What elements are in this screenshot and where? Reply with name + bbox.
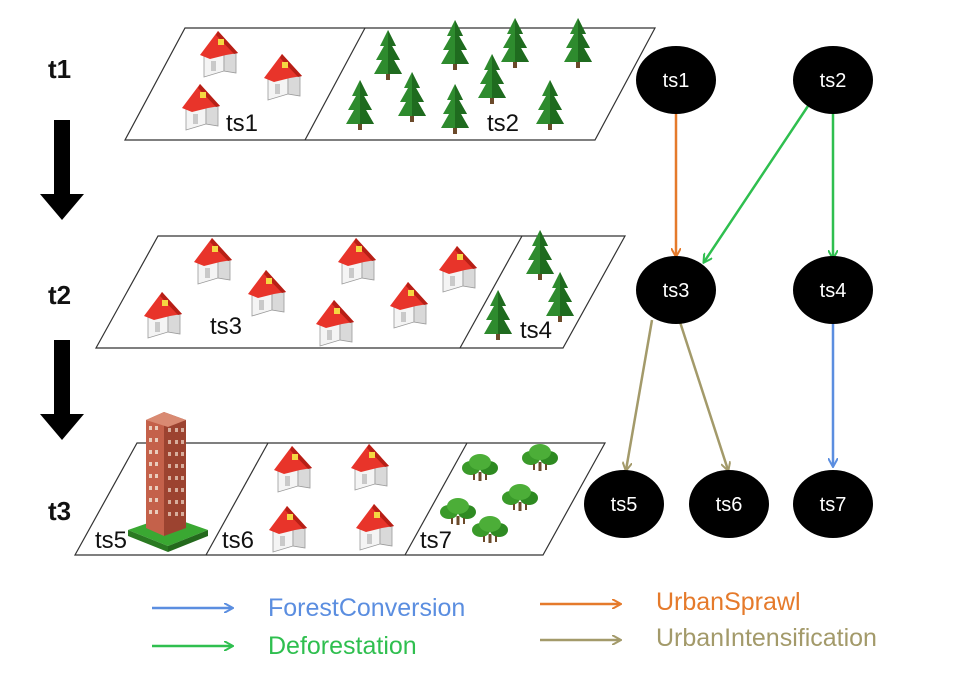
area-label-ts5: ts5 xyxy=(95,527,127,554)
legend-arrows xyxy=(152,604,620,646)
slab-t2: ts3 ts4 xyxy=(94,230,627,349)
node-ts7: ts7 xyxy=(793,470,873,538)
edge-ts2-ts3 xyxy=(704,105,810,262)
node-ts5: ts5 xyxy=(584,470,664,538)
node-label-ts3: ts3 xyxy=(663,280,690,302)
node-ts6: ts6 xyxy=(689,470,769,538)
legend-label-forest-conversion: ForestConversion xyxy=(268,594,466,622)
slab-t3: ts5 ts6 ts7 xyxy=(73,412,607,556)
edge-ts3-ts5 xyxy=(626,319,654,470)
area-label-ts6: ts6 xyxy=(222,527,254,554)
time-label-t2: t2 xyxy=(48,280,72,310)
node-label-ts6: ts6 xyxy=(716,494,743,516)
node-ts4: ts4 xyxy=(793,256,873,324)
node-ts2: ts2 xyxy=(793,46,873,114)
area-label-ts7: ts7 xyxy=(420,527,452,554)
building-icon xyxy=(128,412,208,552)
area-label-ts1: ts1 xyxy=(226,110,258,137)
node-ts1: ts1 xyxy=(636,46,716,114)
node-label-ts5: ts5 xyxy=(611,494,638,516)
node-label-ts7: ts7 xyxy=(820,494,847,516)
node-label-ts1: ts1 xyxy=(663,70,690,92)
edge-ts3-ts6 xyxy=(678,321,728,470)
time-arrow-t2-t3 xyxy=(40,340,84,440)
area-label-ts4: ts4 xyxy=(520,317,552,344)
legend-label-urban-sprawl: UrbanSprawl xyxy=(656,588,801,616)
legend-label-urban-intensification: UrbanIntensification xyxy=(656,624,877,652)
area-label-ts2: ts2 xyxy=(487,110,519,137)
node-label-ts4: ts4 xyxy=(820,280,847,302)
node-label-ts2: ts2 xyxy=(820,70,847,92)
area-label-ts3: ts3 xyxy=(210,313,242,340)
node-ts3: ts3 xyxy=(636,256,716,324)
slab-t1: ts1 ts2 xyxy=(123,18,657,141)
time-arrow-t1-t2 xyxy=(40,120,84,220)
graph-nodes: ts1 ts2 ts3 ts4 ts5 ts6 ts7 xyxy=(584,46,873,538)
time-label-t1: t1 xyxy=(48,54,72,84)
graph-edges xyxy=(626,105,833,470)
legend-label-deforestation: Deforestation xyxy=(268,632,417,660)
time-label-t3: t3 xyxy=(48,496,72,526)
